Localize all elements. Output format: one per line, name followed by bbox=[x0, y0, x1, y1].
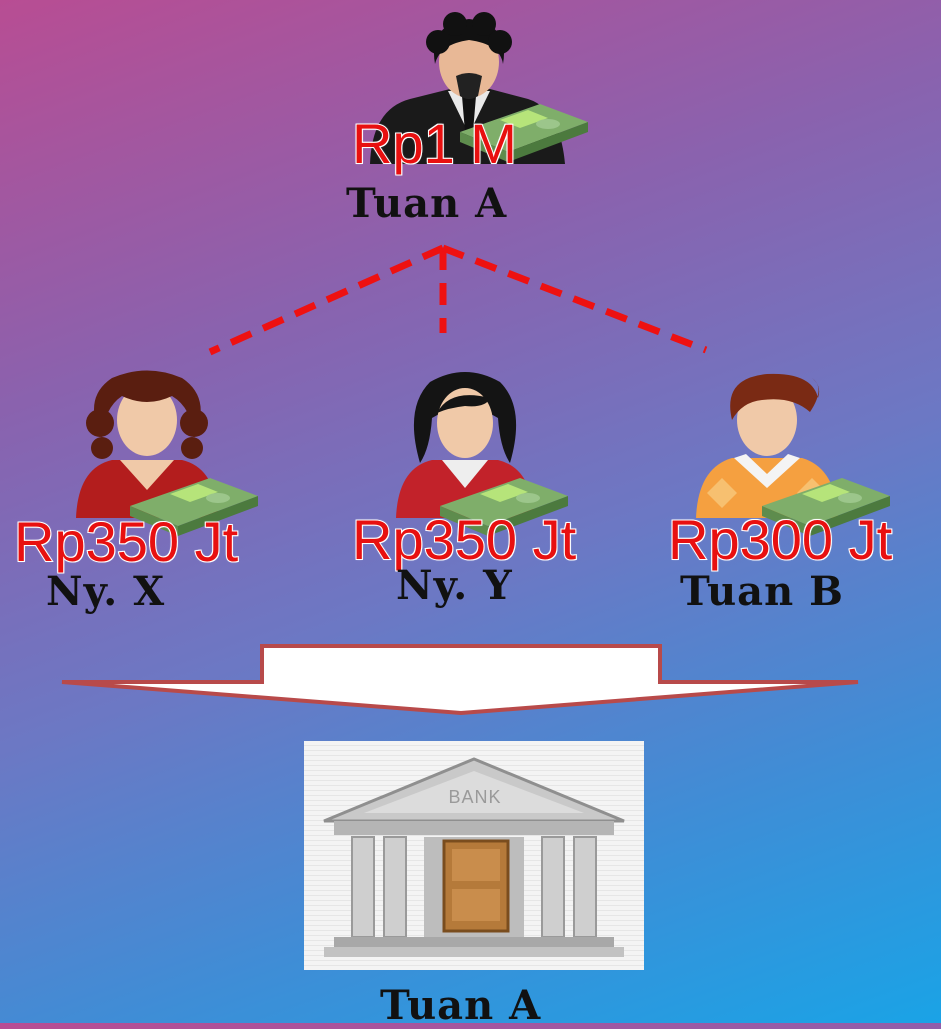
money-stack-icon bbox=[130, 478, 258, 536]
heir-y-amount: Rp350 Jt bbox=[351, 508, 577, 571]
bank-owner-name: Tuan A bbox=[380, 982, 542, 1029]
money-stack-icon bbox=[762, 478, 890, 536]
heir-b-name: Tuan B bbox=[680, 568, 844, 615]
heir-x-name: Ny. X bbox=[46, 568, 166, 615]
heir-y-name: Ny. Y bbox=[396, 562, 513, 609]
money-stack-icon bbox=[440, 478, 568, 536]
top-amount-label: Rp1 M bbox=[351, 112, 518, 175]
bank-icon bbox=[323, 757, 625, 957]
bank-sign-text: BANK bbox=[448, 787, 502, 807]
bank-image-frame: BANK bbox=[304, 741, 644, 970]
top-person-name: Tuan A bbox=[346, 180, 508, 227]
heir-x-amount: Rp350 Jt bbox=[13, 510, 239, 573]
heir-b-amount: Rp300 Jt bbox=[667, 508, 893, 571]
businessman-icon bbox=[370, 12, 565, 164]
money-stack-icon bbox=[460, 104, 588, 162]
